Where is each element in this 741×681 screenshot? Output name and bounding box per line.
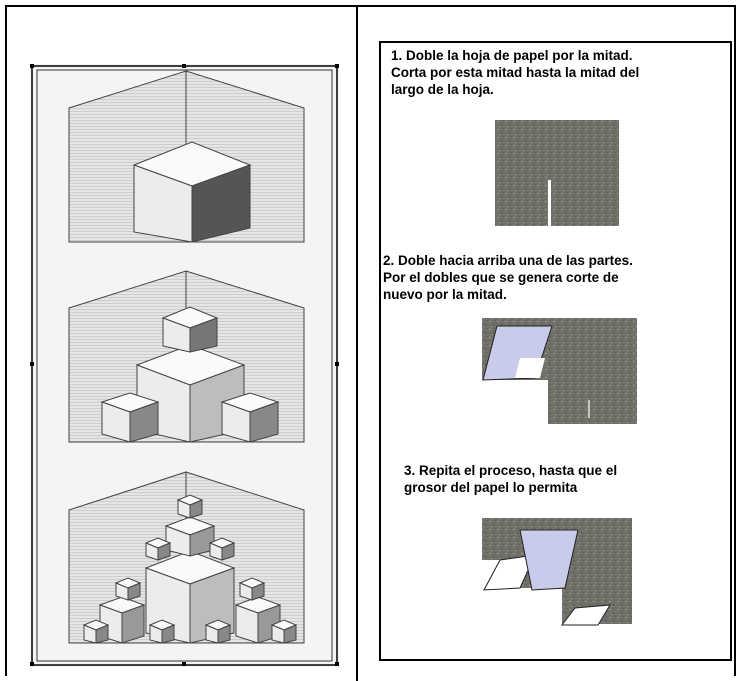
step-1-paper-image (495, 120, 619, 226)
step-3-paper-image (482, 518, 632, 625)
step-2-paper-image (482, 318, 637, 424)
